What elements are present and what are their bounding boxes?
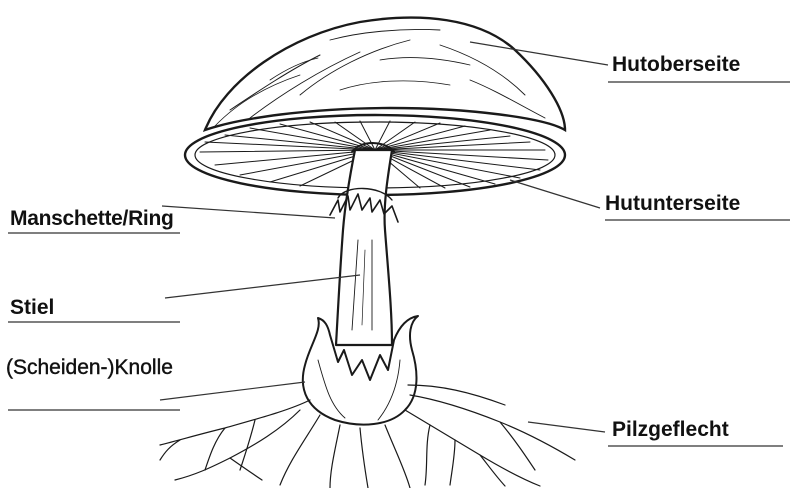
leader-hutunterseite (510, 180, 600, 208)
label-pilzgeflecht: Pilzgeflecht (612, 419, 729, 440)
leader-stiel (165, 275, 360, 298)
leader-knolle (160, 382, 305, 400)
label-stiel: Stiel (10, 297, 54, 318)
label-manschette-ring: Manschette/Ring (10, 208, 174, 229)
label-knolle: (Scheiden-)Knolle (6, 357, 173, 378)
label-hutoberseite: Hutoberseite (612, 54, 740, 75)
leader-pilzgeflecht (528, 422, 605, 432)
cap-top (205, 18, 565, 130)
label-hutunterseite: Hutunterseite (605, 193, 740, 214)
leader-manschette (162, 206, 335, 218)
